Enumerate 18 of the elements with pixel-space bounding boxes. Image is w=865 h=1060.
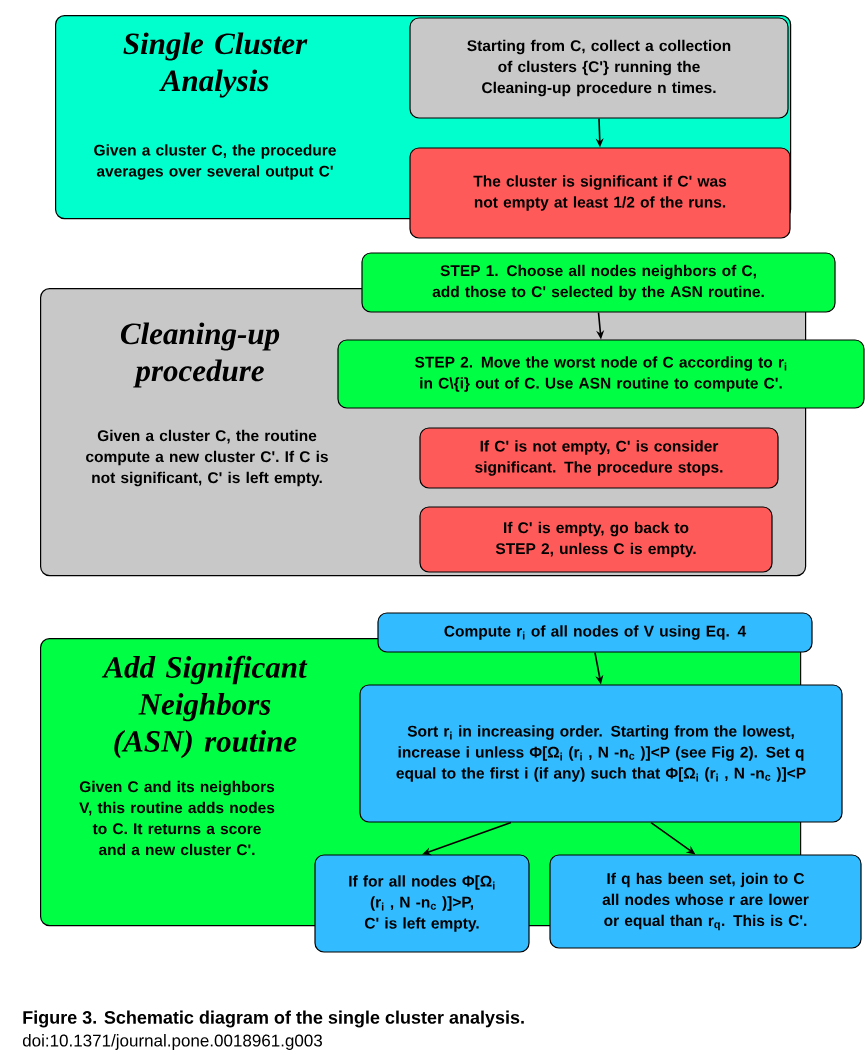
process-box: Starting from C, collect a collection of clusters {C'} running the Cleaning-up procedure n times.	[409, 17, 789, 119]
caption: Figure 3. Schematic diagram of the single cluster analysis.	[23, 1010, 524, 1028]
process-box: Compute r$_{i}$ of all nodes of V using Eq. 4	[377, 612, 813, 653]
panel-text: Given a cluster C, the routine compute a new cluster C'. If C is not significant, C' is left empty.	[86, 429, 328, 487]
process-box: If C' is not empty, C' is consider significant. The procedure stops.	[419, 427, 779, 489]
panel-title: Add Significant Neighbors (ASN) routine	[101, 655, 308, 759]
process-box: The cluster is significant if C' was not empty at least 1/2 of the runs.	[409, 147, 791, 239]
panel-title: Cleaning-up procedure	[120, 322, 280, 388]
panel-text: Given C and its neighbors V, this routine adds nodes to C. It returns a score and a new cluster C'.	[79, 780, 275, 856]
process-box: If q has been set, join to C all nodes whose r are lower or equal than r$_{q}$. This is C'.	[549, 854, 862, 949]
panel-title: Single Cluster Analysis	[123, 32, 308, 98]
process-box: STEP 2. Move the worst node of C according to r$_{i}$ in C\{i} out of C. Use ASN routine to compute C'.	[337, 339, 865, 409]
process-box: Sort r$_{i}$ in increasing order. Starting from the lowest, increase i unless Φ[Ω$_{i}$ (r$_{i}$ , N -n$_{c}$ )]<P (see Fig 2). Set q equal to the first i (if any) such that Φ[Ω$_{i}$ (r$_{i}$ , N -n$_{c}$ )]<P	[359, 684, 843, 823]
process-box: STEP 1. Choose all nodes neighbors of C, add those to C' selected by the ASN routine.	[361, 252, 836, 313]
doi-text: doi:10.1371/journal.pone.0018961.g003	[22, 1034, 322, 1050]
panel-text: Given a cluster C, the procedure averages over several output C'	[94, 144, 336, 180]
process-box: If for all nodes Φ[Ω$_{i}$ (r$_{i}$ , N -n$_{c}$ )]>P, C' is left empty.	[314, 854, 530, 953]
process-box: If C' is empty, go back to STEP 2, unless C is empty.	[419, 506, 773, 573]
